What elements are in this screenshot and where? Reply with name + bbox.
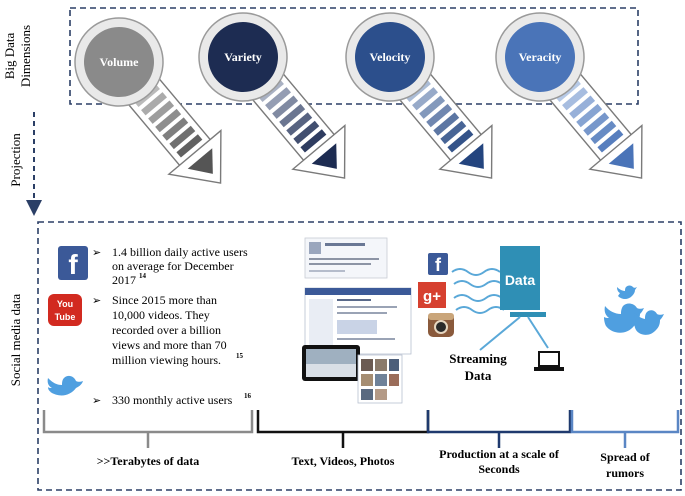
label-spread-line1: Spread of — [600, 450, 650, 464]
brace-production — [426, 410, 572, 448]
arrow-stripe — [286, 112, 313, 136]
brace-spread — [570, 410, 680, 448]
youtube-stat-line4: views and more than 70 — [112, 338, 227, 352]
social-media-label: Social media data — [8, 294, 23, 387]
google-plus-icon — [418, 282, 446, 308]
arrow-stripe — [293, 120, 320, 145]
youtube-stat-line5: million viewing hours. — [112, 353, 221, 367]
bullet-arrow-icon: ➢ — [92, 295, 101, 307]
brace-text-videos — [256, 410, 430, 448]
tweet-avatar — [309, 242, 321, 254]
arrow-stripe — [440, 120, 467, 145]
dimension-label-veracity: Veracity — [519, 50, 562, 64]
bullet-arrow-icon: ➢ — [92, 395, 101, 407]
arrow-stripe — [300, 129, 327, 153]
facebook-stat-line1: 1.4 billion daily active users — [112, 245, 248, 259]
arrow-stripe — [426, 103, 453, 128]
facebook-small-icon — [428, 253, 448, 275]
dimension-layer: Volume Variety Velocity Veracity — [74, 12, 643, 184]
dimension-volume — [74, 17, 222, 184]
dimension-circle — [355, 22, 425, 92]
arrow-stripe — [412, 87, 439, 111]
arrow-stripe — [597, 129, 624, 153]
arrow-stripe — [590, 120, 617, 145]
dimensions-label-line2: Dimensions — [18, 25, 33, 87]
arrow-stripe — [272, 95, 299, 119]
label-spread-line2: rumors — [606, 466, 644, 480]
dimension-velocity — [345, 12, 493, 179]
arrow-stripe — [583, 112, 610, 136]
dimension-variety — [198, 12, 346, 179]
facebook-stat-line3: 2017 — [112, 273, 136, 287]
dimension-circle — [505, 22, 575, 92]
arrow-head-fill — [187, 148, 213, 174]
arrow-head-fill — [608, 143, 634, 169]
arrow-stripe — [419, 95, 446, 119]
social-screenshots-collage — [302, 237, 412, 404]
laptop-icon — [534, 351, 564, 371]
stream-connector-right — [527, 316, 549, 349]
label-production-line2: Seconds — [478, 462, 520, 476]
youtube-stat-line2: 10,000 videos. They — [112, 308, 210, 322]
arrow-stripe — [279, 103, 306, 128]
dimensions-frame — [69, 7, 639, 105]
dimensions-label-line1: Big Data — [2, 32, 17, 79]
arrow-stripe — [447, 129, 474, 153]
dimension-label-variety: Variety — [224, 50, 262, 64]
data-tile-label: Data — [505, 272, 536, 288]
facebook-icon-glyph: f — [68, 249, 78, 280]
brace-terabytes — [42, 410, 254, 448]
label-terabytes: >>Terabytes of data — [97, 454, 200, 468]
dimension-label-volume: Volume — [100, 55, 140, 69]
arrow-stripe — [176, 134, 203, 158]
streaming-label-line1: Streaming — [449, 351, 507, 366]
google-plus-icon-glyph: g+ — [423, 288, 441, 305]
facebook-small-icon-glyph: f — [435, 255, 442, 275]
data-tile-base — [510, 312, 546, 317]
dimension-circle — [84, 27, 154, 97]
stream-connector-left — [479, 316, 521, 351]
arrow-head-fill — [458, 143, 484, 169]
youtube-stat-line1: Since 2015 more than — [112, 293, 217, 307]
arrow-stripe — [562, 87, 589, 111]
twitter-icon — [47, 375, 83, 396]
data-tile-icon — [500, 246, 540, 310]
twitter-stat-ref: 16 — [244, 392, 252, 400]
bullet-arrow-icon: ➢ — [92, 247, 101, 259]
arrow-stripe — [148, 100, 175, 124]
facebook-stat-ref: 14 — [139, 272, 147, 280]
dimension-veracity — [495, 12, 643, 179]
label-production-line1: Production at a scale of — [439, 447, 560, 461]
streaming-label-line2: Data — [465, 368, 492, 383]
facebook-icon — [58, 246, 88, 280]
twitter-birds-icon — [604, 285, 664, 335]
arrow-stripe — [169, 125, 196, 150]
youtube-icon-text-bottom: Tube — [55, 312, 76, 322]
arrow-stripe — [569, 95, 596, 119]
arrow-stripe — [155, 108, 182, 133]
label-text-videos: Text, Videos, Photos — [292, 454, 395, 468]
stream-waves-icon — [451, 268, 505, 314]
dimension-circle — [208, 22, 278, 92]
arrow-head-fill — [311, 143, 337, 169]
dimension-label-velocity: Velocity — [370, 50, 411, 64]
youtube-stat-line3: recorded over a billion — [112, 323, 221, 337]
projection-label: Projection — [8, 133, 23, 187]
arrow-stripe — [162, 117, 189, 141]
arrow-stripe — [265, 87, 292, 111]
arrow-stripe — [576, 103, 603, 128]
youtube-icon-text-top: You — [57, 299, 73, 309]
youtube-icon — [48, 294, 82, 326]
twitter-stat: 330 monthly active users — [112, 393, 233, 407]
social-media-frame — [37, 221, 682, 491]
facebook-stat-line2: on average for December — [112, 259, 234, 273]
arrow-stripe — [141, 92, 168, 116]
youtube-stat-ref: 15 — [236, 352, 244, 360]
arrow-stripe — [433, 112, 460, 136]
